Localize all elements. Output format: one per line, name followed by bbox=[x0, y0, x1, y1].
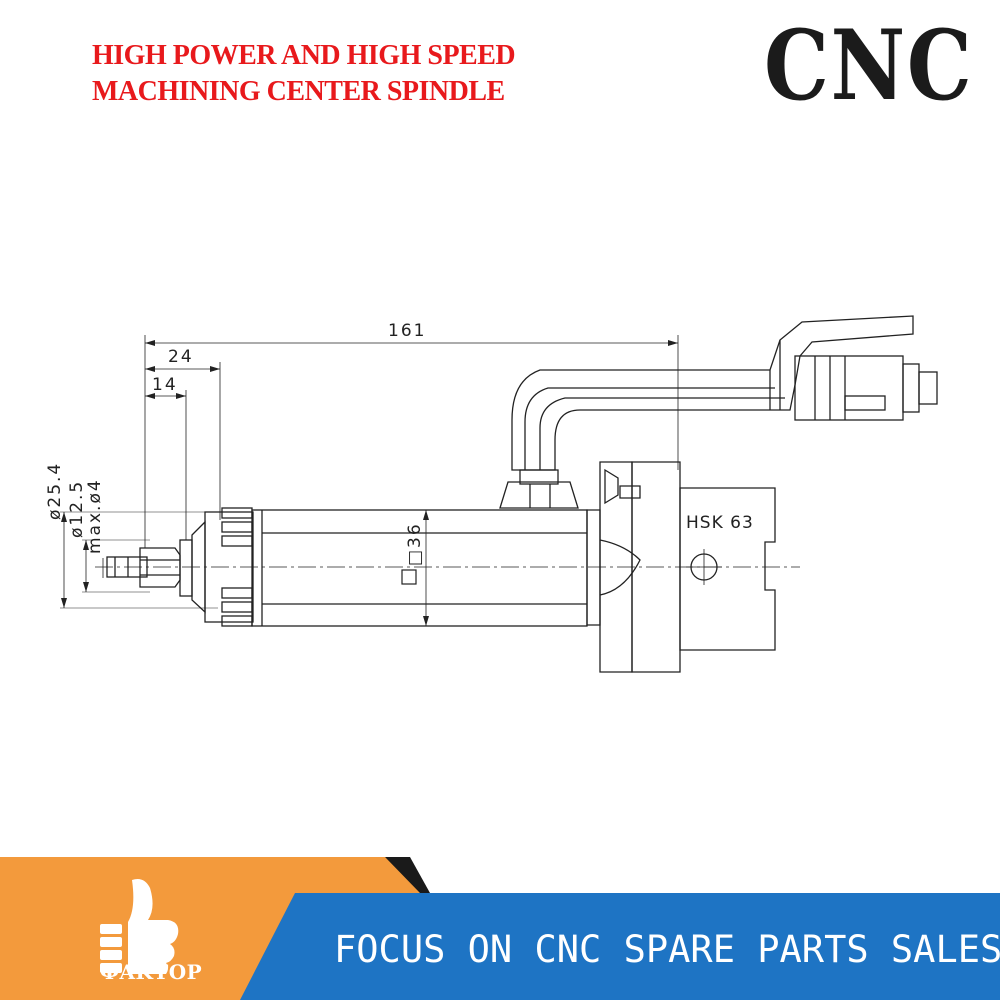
brand-logo-text: CNC bbox=[764, 9, 974, 122]
footer-slogan: FOCUS ON CNC SPARE PARTS SALES bbox=[334, 928, 1000, 971]
collet-nut bbox=[139, 547, 181, 588]
title-line-1: HIGH POWER AND HIGH SPEED bbox=[92, 40, 516, 71]
dim-dia-12-5-label: ø12.5 bbox=[67, 480, 87, 538]
collet-ring bbox=[179, 539, 193, 597]
page-title: HIGH POWER AND HIGH SPEED MACHINING CENT… bbox=[92, 38, 516, 110]
dim-dia-25-4-label: ø25.4 bbox=[45, 462, 65, 520]
square-symbol-icon bbox=[401, 569, 417, 585]
dim-161-label: 161 bbox=[388, 321, 426, 341]
title-line-2: MACHINING CENTER SPINDLE bbox=[92, 76, 505, 107]
dim-square-36-label: □36 bbox=[405, 522, 425, 566]
faktop-logo-text: ФAKTOP bbox=[100, 960, 203, 984]
thumbs-up-icon bbox=[100, 879, 179, 974]
dim-max-dia-label: max.ø4 bbox=[85, 478, 105, 554]
hsk-taper bbox=[679, 487, 776, 651]
spindle-nose bbox=[204, 511, 254, 623]
tool-shank bbox=[106, 556, 148, 578]
cable-hose bbox=[511, 315, 914, 471]
coolant-fitting bbox=[499, 481, 579, 509]
dim-24-label: 24 bbox=[168, 347, 194, 367]
dim-14-label: 14 bbox=[152, 375, 178, 395]
hsk-collar bbox=[631, 461, 681, 673]
hsk-63-label: HSK 63 bbox=[686, 513, 754, 533]
